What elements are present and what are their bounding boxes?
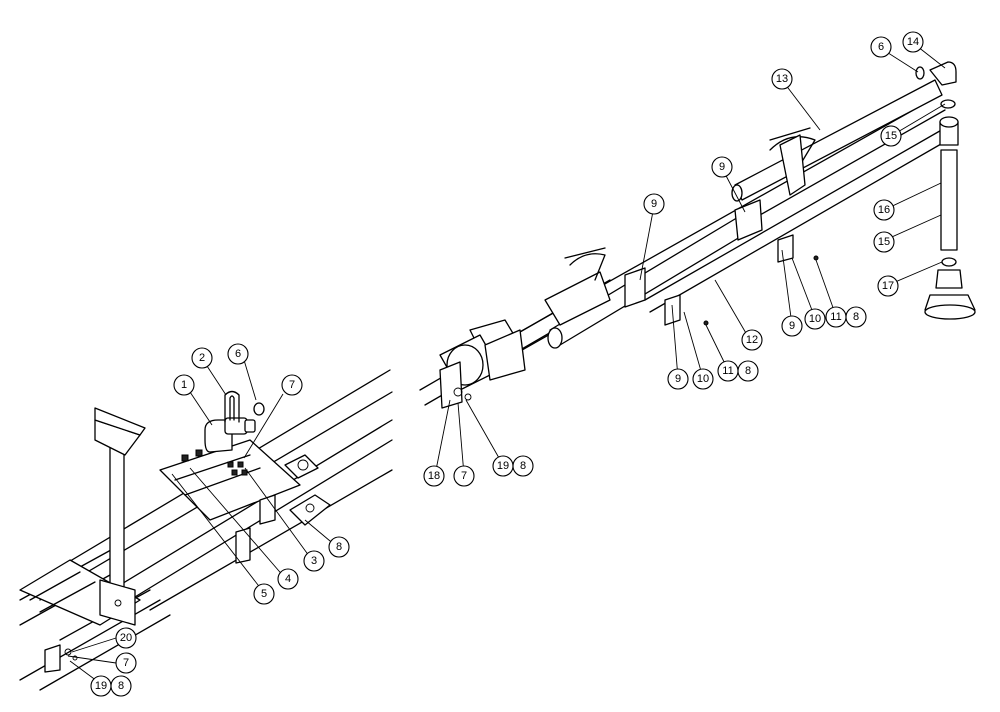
svg-text:5: 5 [261, 588, 267, 600]
svg-text:11: 11 [830, 311, 841, 323]
svg-text:8: 8 [336, 541, 342, 553]
svg-text:9: 9 [719, 161, 725, 173]
callout-18: 18 [423, 465, 445, 487]
svg-text:14: 14 [907, 36, 919, 48]
callout-3: 3 [303, 550, 325, 572]
callout-8: 8 [845, 306, 867, 328]
svg-text:9: 9 [675, 373, 681, 385]
svg-text:13: 13 [776, 73, 788, 85]
svg-text:3: 3 [311, 555, 317, 567]
svg-text:11: 11 [722, 365, 733, 377]
svg-text:8: 8 [118, 680, 124, 692]
callout-20: 20 [115, 627, 137, 649]
callout-17: 17 [877, 275, 899, 297]
svg-text:9: 9 [789, 320, 795, 332]
svg-text:18: 18 [428, 470, 440, 482]
svg-text:8: 8 [745, 365, 751, 377]
svg-text:9: 9 [651, 198, 657, 210]
svg-text:6: 6 [235, 348, 241, 360]
svg-text:7: 7 [289, 379, 295, 391]
svg-text:19: 19 [95, 680, 107, 692]
callout-8: 8 [328, 536, 350, 558]
left-boom-assembly [19, 369, 393, 691]
callout-10: 10 [692, 368, 714, 390]
svg-text:20: 20 [120, 632, 132, 644]
callout-13: 13 [771, 68, 793, 90]
svg-text:17: 17 [882, 280, 894, 292]
callout-11: 11 [717, 360, 739, 382]
svg-text:7: 7 [123, 657, 129, 669]
callout-9: 9 [711, 156, 733, 178]
callout-9: 9 [667, 368, 689, 390]
callout-layer: 1 2 6 7 3 4 5 8 20 7 19 8 18 7 19 8 9 9 … [90, 31, 924, 697]
svg-text:15: 15 [885, 130, 897, 142]
svg-text:2: 2 [199, 352, 205, 364]
callout-4: 4 [277, 568, 299, 590]
svg-text:16: 16 [878, 204, 890, 216]
callout-10: 10 [804, 308, 826, 330]
callout-8: 8 [737, 360, 759, 382]
callout-15: 15 [873, 231, 895, 253]
svg-text:19: 19 [497, 460, 509, 472]
callout-6: 6 [870, 36, 892, 58]
callout-7: 7 [453, 465, 475, 487]
svg-text:12: 12 [746, 334, 758, 346]
svg-text:8: 8 [853, 311, 859, 323]
callout-8: 8 [110, 675, 132, 697]
callout-9: 9 [643, 193, 665, 215]
callout-16: 16 [873, 199, 895, 221]
callout-14: 14 [902, 31, 924, 53]
svg-text:10: 10 [809, 313, 821, 325]
callout-1: 1 [173, 374, 195, 396]
callout-5: 5 [253, 583, 275, 605]
callout-7: 7 [281, 374, 303, 396]
callout-19: 19 [492, 455, 514, 477]
callout-2: 2 [191, 347, 213, 369]
svg-text:4: 4 [285, 573, 291, 585]
svg-text:7: 7 [461, 470, 467, 482]
svg-text:6: 6 [878, 41, 884, 53]
callout-8: 8 [512, 455, 534, 477]
callout-19: 19 [90, 675, 112, 697]
callout-6: 6 [227, 343, 249, 365]
svg-text:15: 15 [878, 236, 890, 248]
svg-text:10: 10 [697, 373, 709, 385]
svg-text:1: 1 [181, 379, 187, 391]
callout-9: 9 [781, 315, 803, 337]
callout-12: 12 [741, 329, 763, 351]
callout-7: 7 [115, 652, 137, 674]
svg-text:8: 8 [520, 460, 526, 472]
callout-15: 15 [880, 125, 902, 147]
callout-11: 11 [825, 306, 847, 328]
right-boom-assembly [419, 61, 976, 409]
